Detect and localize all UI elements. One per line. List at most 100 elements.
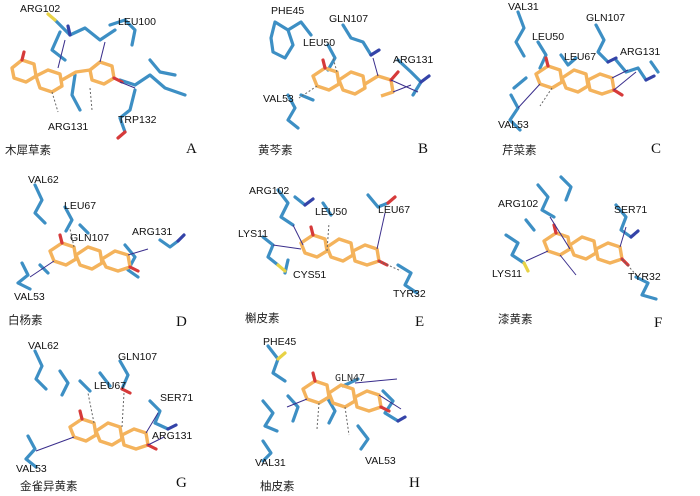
panel-e-structure: ARG102 LEU50 LEU67 LYS11 CYS51 TYR32 [238,185,426,300]
residue-label: TRP132 [118,114,157,126]
panel-a: ARG102 LEU100 ARG131 TRP132 木犀草素 A [0,0,233,165]
residue-label: LEU50 [303,37,335,49]
protein-sticks [261,188,419,295]
residue-label: LEU67 [564,51,596,63]
panel-g: VAL62 GLN107 LEU67 SER71 ARG131 VAL53 金雀… [0,331,233,496]
contact-lines [326,222,402,272]
ligand-sticks [311,66,395,98]
panel-d: VAL62 LEU67 GLN107 ARG131 VAL53 白杨素 D [0,165,233,330]
residue-label: TYR32 [393,288,426,300]
compound-name: 槲皮素 [245,311,280,325]
residue-label: VAL53 [14,291,45,303]
contact-lines [539,87,553,107]
interaction-bonds [286,378,402,410]
hetero-atoms [78,387,178,451]
interaction-bonds [517,69,637,109]
protein-sticks [504,175,658,301]
interaction-bonds [272,212,386,250]
residue-label: SER71 [160,392,193,404]
ligand-sticks [68,417,150,451]
residue-label: LYS11 [492,268,522,280]
panel-a-structure: ARG102 LEU100 ARG131 TRP132 [10,3,187,140]
panel-g-structure: VAL62 GLN107 LEU67 SER71 ARG131 VAL53 [16,340,193,475]
residue-label: LEU67 [64,200,96,212]
panel-letter: E [415,314,425,330]
residue-label: GLN107 [118,351,157,363]
compound-name: 白杨素 [8,313,43,327]
ligand-sticks [48,241,132,273]
residue-label: LEU67 [378,204,410,216]
residue-label: VAL53 [16,463,47,475]
residue-label: ARG131 [393,54,433,66]
residue-label: VAL53 [498,119,529,131]
residue-label: PHE45 [263,336,296,348]
residue-label: VAL53 [263,93,294,105]
interaction-bonds [57,39,136,89]
panel-letter: F [654,315,663,331]
residue-label: LEU50 [315,206,347,218]
interaction-bonds [29,248,149,278]
panel-letter: A [186,141,197,157]
interaction-bonds [372,57,419,93]
residue-label: VAL53 [365,455,396,467]
residue-label: TYR32 [628,271,661,283]
residue-label: ARG102 [498,198,538,210]
residue-label: ARG131 [620,46,660,58]
contact-lines [51,87,93,113]
compound-name: 金雀异黄素 [20,479,78,493]
residue-label: VAL62 [28,174,59,186]
residue-label: GLN47 [335,373,365,384]
panel-h-structure: PHE45 GLN47 VAL31 VAL53 [255,336,407,469]
residue-label: ARG131 [152,430,192,442]
residue-label: SER71 [614,204,647,216]
residue-label: LYS11 [238,228,268,240]
compound-name: 木犀草素 [5,143,51,157]
panel-f-structure: ARG102 SER71 LYS11 TYR32 [492,175,661,301]
interaction-bonds [525,216,627,276]
residue-label: LEU67 [94,380,126,392]
contact-lines [69,228,75,248]
panel-letter: D [176,314,187,330]
panel-e: ARG102 LEU50 LEU67 LYS11 CYS51 TYR32 槲皮素… [233,165,466,330]
ligand-sticks [299,233,381,267]
hetero-atoms [276,351,407,423]
compound-name: 黄芩素 [258,143,293,157]
residue-label: ARG131 [132,226,172,238]
hetero-atoms [58,233,186,273]
panel-d-structure: VAL62 LEU67 GLN107 ARG131 VAL53 [14,174,186,303]
residue-label: ARG131 [48,121,88,133]
panel-letter: G [176,475,187,491]
residue-label: VAL31 [508,1,539,13]
ligand-sticks [542,231,624,265]
panel-letter: H [409,475,420,491]
protein-sticks [16,183,180,291]
panel-letter: B [418,141,429,157]
hetero-atoms [321,48,431,84]
contact-lines [87,392,125,428]
panel-c: VAL31 GLN107 LEU50 LEU67 ARG131 VAL53 芹菜… [466,0,699,165]
protein-sticks [50,18,187,134]
panel-c-structure: VAL31 GLN107 LEU50 LEU67 ARG131 VAL53 [498,1,660,132]
contact-lines [298,57,338,99]
ligand-sticks [301,379,383,413]
residue-label: LEU100 [118,16,156,28]
panel-b-structure: PHE45 GLN107 LEU50 ARG131 VAL53 [263,5,433,130]
residue-label: GLN107 [329,13,368,25]
protein-sticks [508,10,660,132]
compound-name: 芹菜素 [502,143,537,157]
compound-name: 柚皮素 [260,479,295,493]
protein-sticks [261,344,400,463]
ligand-sticks [10,58,116,94]
residue-label: VAL62 [28,340,59,352]
interaction-bonds [35,412,165,452]
panel-f: ARG102 SER71 LYS11 TYR32 漆黄素 F [466,165,699,331]
hetero-atoms [20,12,127,140]
contact-lines [621,258,639,278]
compound-name: 漆黄素 [498,312,533,326]
hetero-atoms [544,56,656,97]
protein-sticks [24,349,170,469]
residue-label: LEU50 [532,31,564,43]
panel-letter: C [651,141,662,157]
ligand-sticks [534,64,616,96]
panel-h: PHE45 GLN47 VAL31 VAL53 柚皮素 H [233,331,466,496]
